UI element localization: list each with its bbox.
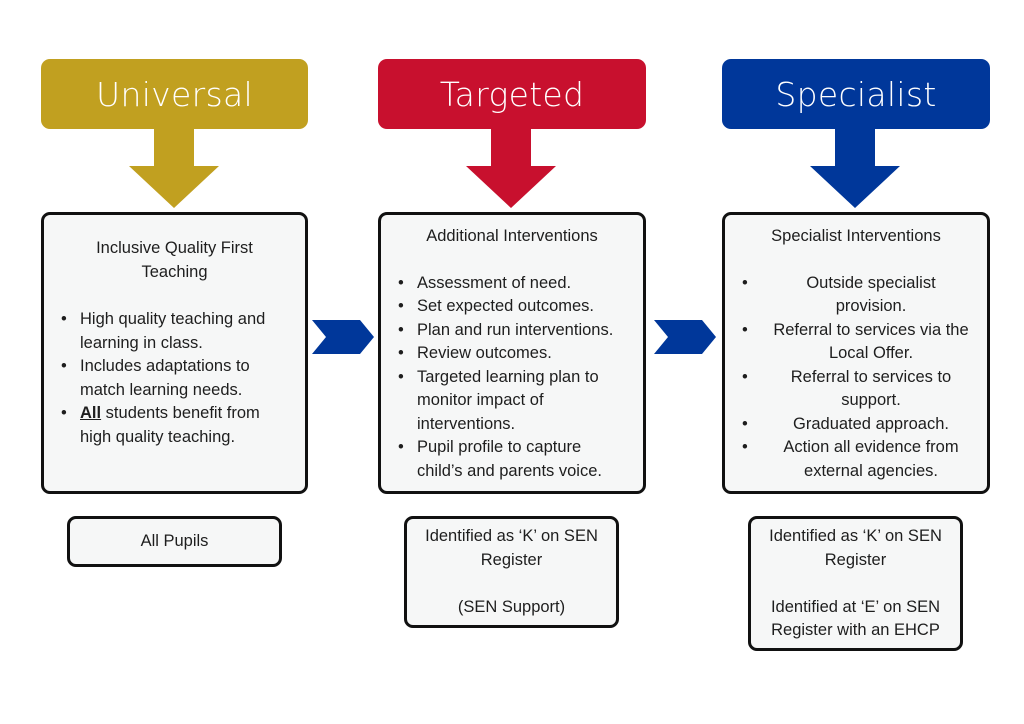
targeted-box-heading: Additional Interventions	[426, 227, 598, 245]
targeted-footer-box: Identified as ‘K’ on SEN Register (SEN S…	[404, 516, 619, 628]
list-item: •Set expected outcomes.	[398, 297, 595, 315]
chevron-right-icon	[312, 320, 374, 354]
universal-footer-text: All Pupils	[140, 532, 209, 550]
chevron-right-icon	[654, 320, 716, 354]
list-item: •Review outcomes.	[398, 344, 552, 362]
targeted-bullet-list: •Assessment of need. •Set expected outco…	[398, 272, 635, 484]
specialist-footer-box: Identified as ‘K’ on SEN Register Identi…	[748, 516, 963, 651]
specialist-footer-line: Identified as ‘K’ on SEN	[769, 527, 942, 545]
spacer	[751, 572, 960, 596]
down-arrow-icon	[466, 128, 556, 208]
spacer	[407, 572, 616, 596]
specialist-footer-line: Register with an EHCP	[771, 621, 940, 639]
down-arrow-icon	[810, 128, 900, 208]
targeted-box: Additional Interventions •Assessment of …	[378, 212, 646, 494]
list-item: •Plan and run interventions.	[398, 320, 614, 339]
down-arrow-icon	[129, 128, 219, 208]
list-item: •Assessment of need.	[398, 273, 572, 292]
specialist-footer-line: Register	[824, 550, 887, 569]
header-universal: Universal	[41, 59, 308, 129]
list-item: •Graduated approach.	[742, 414, 949, 433]
targeted-footer-line: (SEN Support)	[457, 597, 566, 616]
header-universal-title: Universal	[96, 74, 253, 114]
universal-footer-box: All Pupils	[67, 516, 282, 567]
header-specialist-title: Specialist	[775, 74, 937, 114]
specialist-box: Specialist Interventions •Outside specia…	[722, 212, 990, 494]
specialist-box-heading: Specialist Interventions	[771, 227, 941, 245]
targeted-footer-line: Register	[480, 550, 543, 569]
header-specialist: Specialist	[722, 59, 990, 129]
specialist-footer-line: Identified at ‘E’ on SEN	[770, 597, 941, 616]
header-targeted: Targeted	[378, 59, 646, 129]
targeted-footer-line: Identified as ‘K’ on SEN	[425, 527, 598, 545]
header-targeted-title: Targeted	[439, 74, 585, 114]
